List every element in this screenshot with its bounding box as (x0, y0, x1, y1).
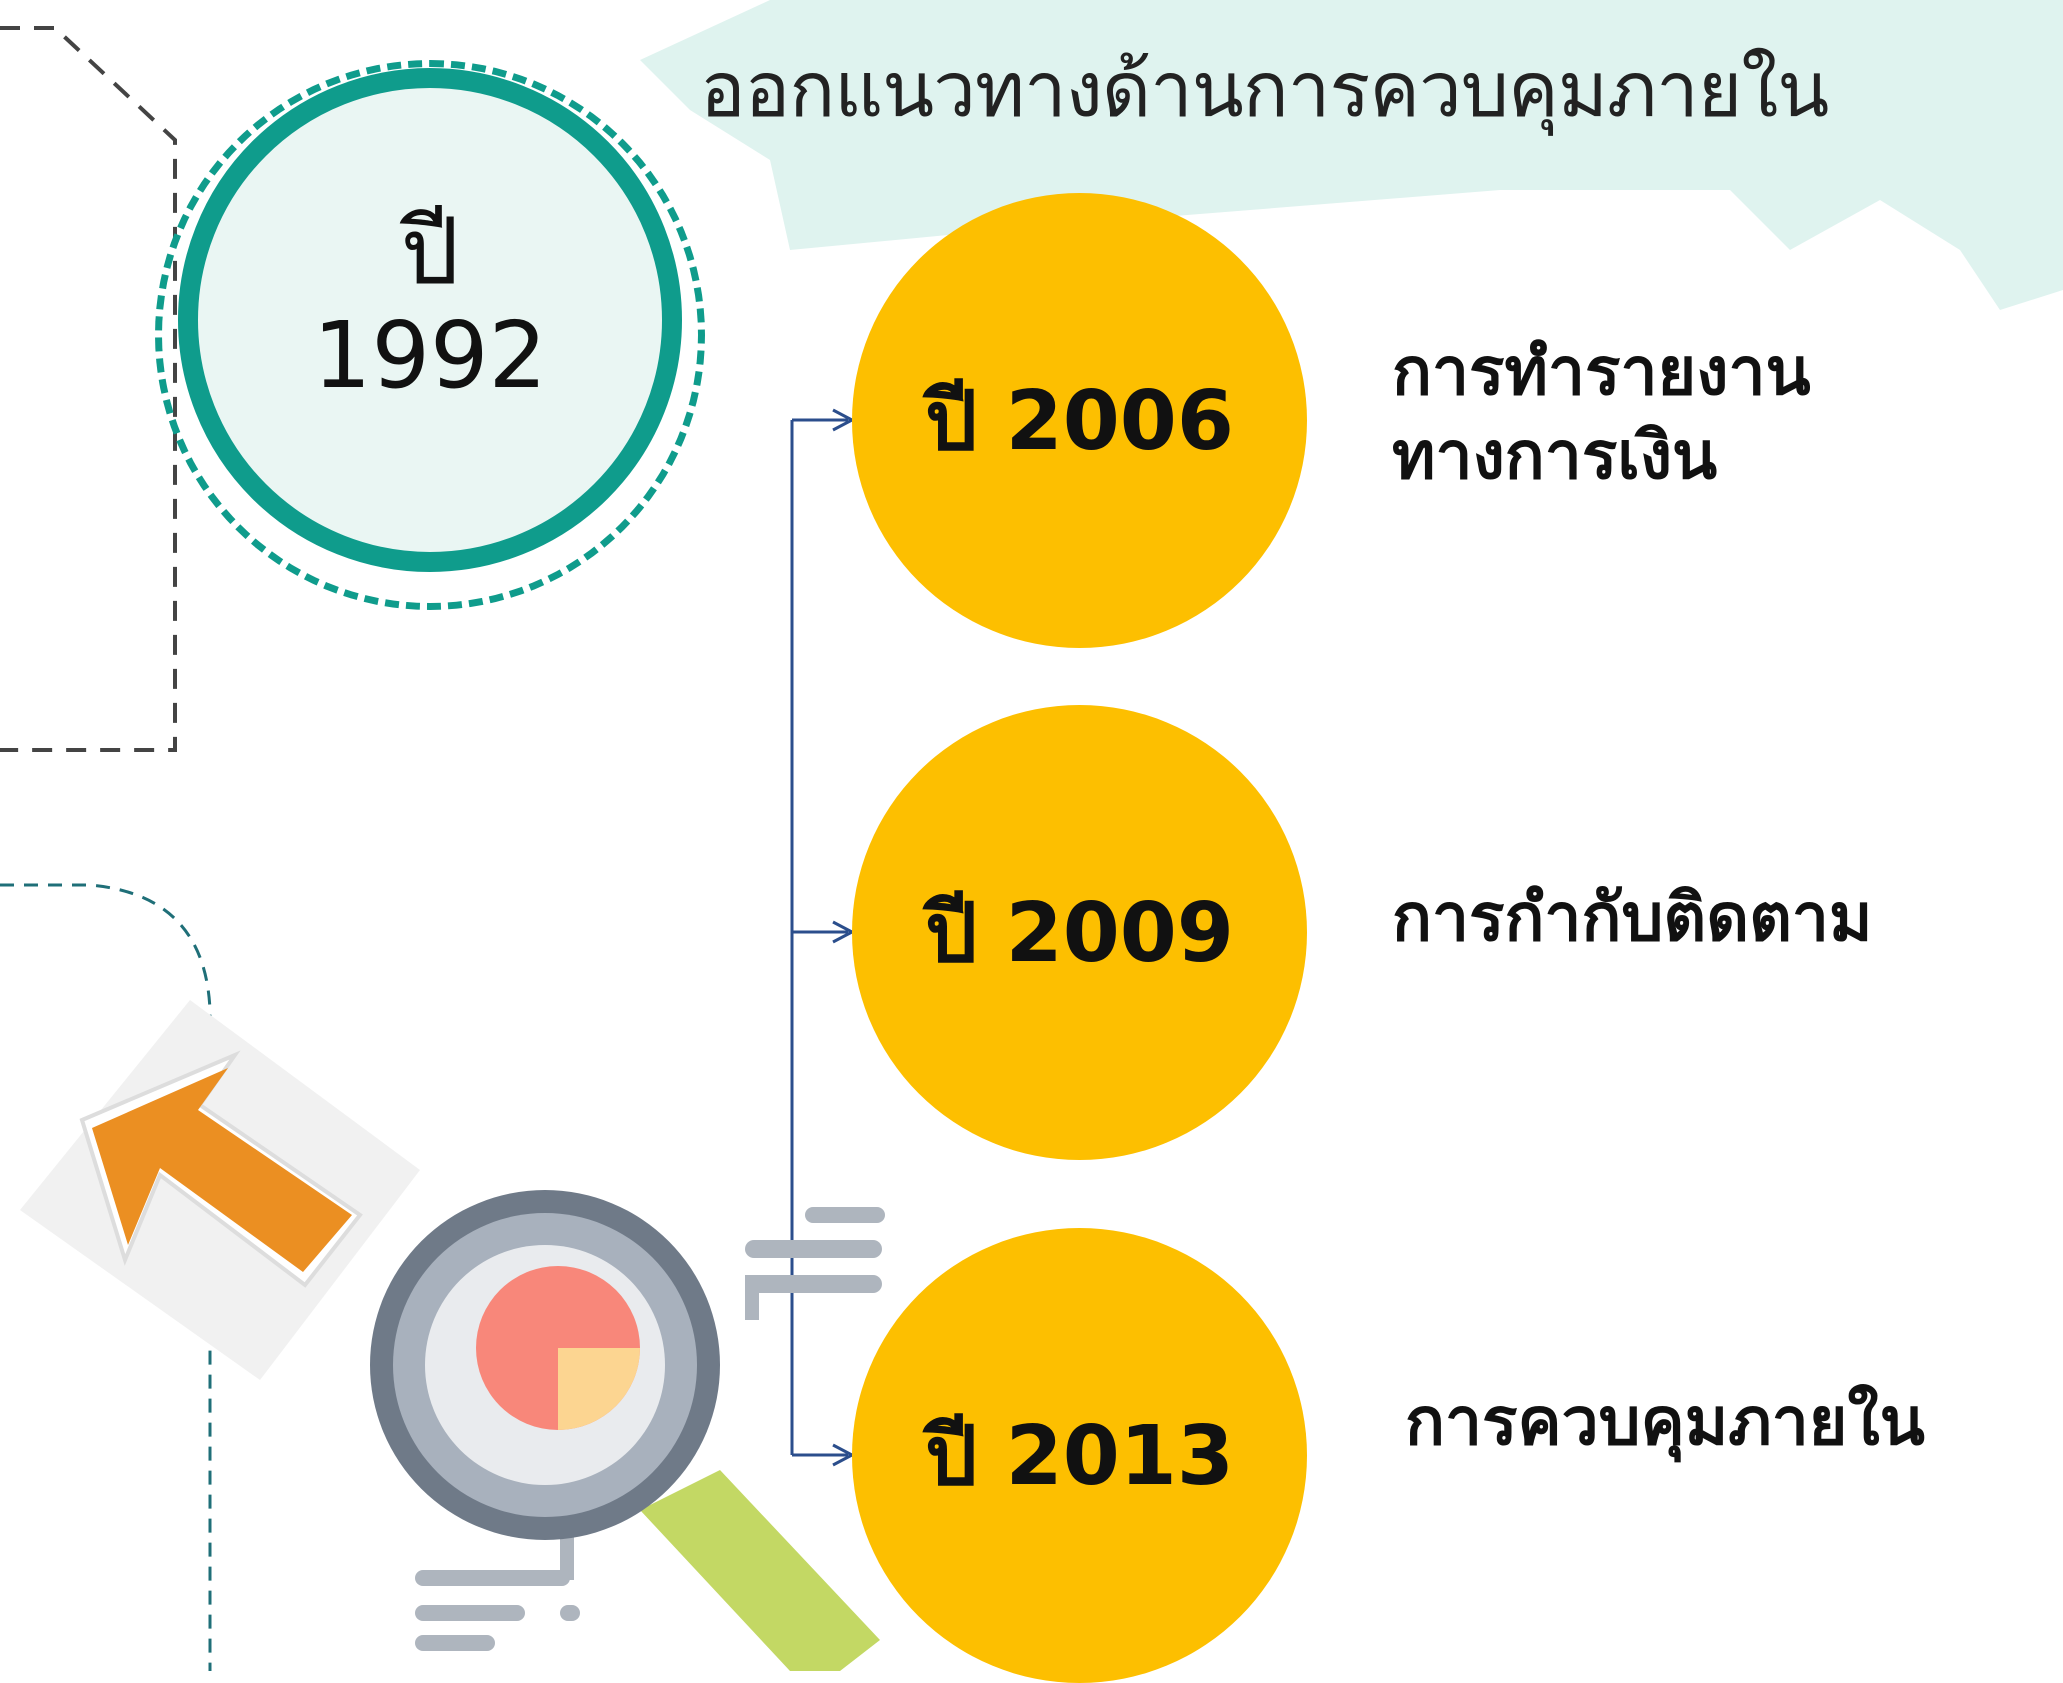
start-year-value: 1992 (312, 302, 548, 409)
milestone-description-2006: การทำรายงาน ทางการเงิน (1392, 330, 1811, 498)
milestone-circle-2013: ปี 2013 (852, 1228, 1307, 1683)
milestone-year-label: ปี 2009 (925, 885, 1234, 981)
milestone-year-label: ปี 2006 (925, 373, 1234, 469)
page-title: ออกแนวทางด้านการควบคุมภายใน (700, 45, 1829, 134)
timeline-connector (790, 408, 856, 1467)
title-banner (640, 0, 2063, 310)
description-line: ทางการเงิน (1392, 417, 1718, 494)
orange-arrow-sticker-icon (20, 1000, 420, 1380)
start-year-label: ปี 1992 (178, 200, 682, 408)
description-line: การควบคุมภายใน (1405, 1383, 1925, 1460)
start-year-prefix: ปี (400, 198, 460, 305)
description-line: การทำรายงาน (1392, 333, 1811, 410)
milestone-year-label: ปี 2013 (925, 1408, 1234, 1504)
milestone-circle-2009: ปี 2009 (852, 705, 1307, 1160)
start-year-dashed-ring (155, 60, 705, 610)
dashed-frame-top (0, 26, 177, 752)
milestone-description-2013: การควบคุมภายใน (1405, 1380, 1925, 1464)
magnifier-pie-chart-icon (370, 1190, 885, 1671)
milestone-description-2009: การกำกับติดตาม (1392, 876, 1873, 960)
dashed-frame-bottom (0, 883, 212, 1671)
milestone-circle-2006: ปี 2006 (852, 193, 1307, 648)
description-line: การกำกับติดตาม (1392, 879, 1873, 956)
